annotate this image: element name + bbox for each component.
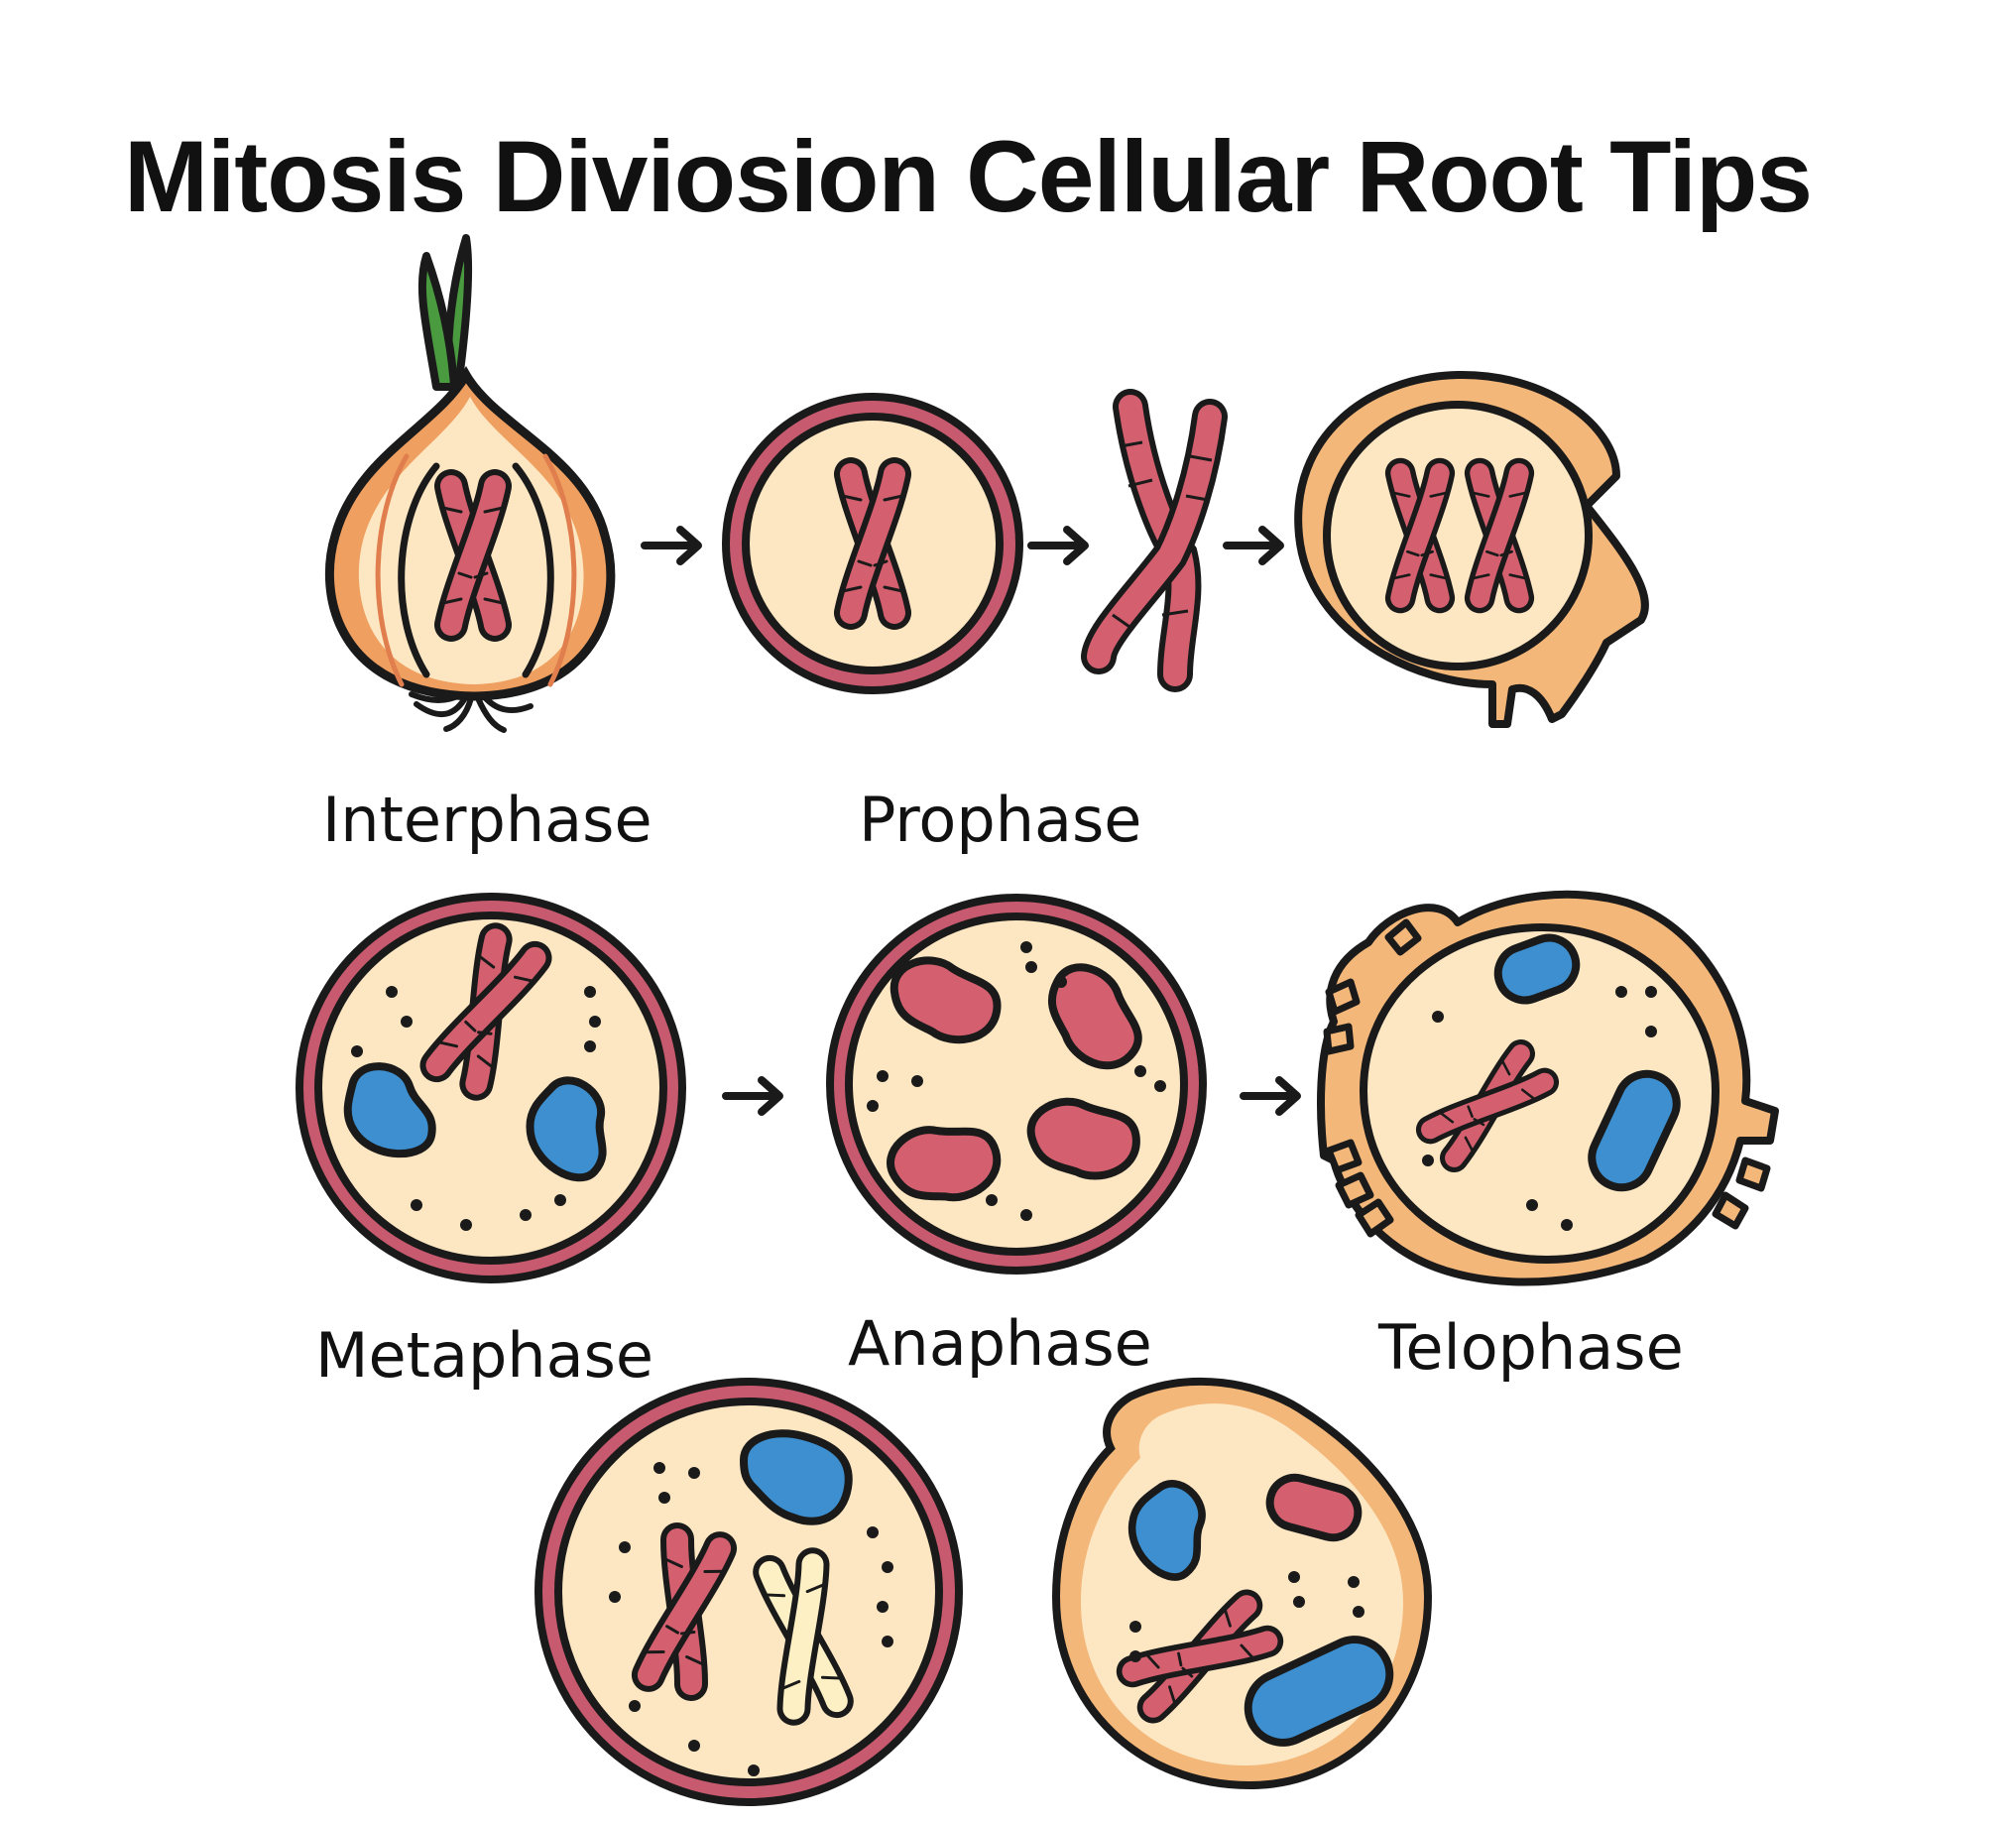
anaphase-cell	[826, 894, 1207, 1275]
daughter-cell-left	[534, 1378, 963, 1806]
arrow-right-icon	[1244, 1080, 1297, 1112]
label-interphase: Interphase	[322, 784, 652, 856]
dividing-cell-tube	[1294, 370, 1649, 728]
arrow-right-icon	[645, 530, 698, 561]
label-metaphase: Metaphase	[315, 1319, 654, 1392]
arrow-right-icon	[726, 1080, 779, 1112]
interphase-onion-cell	[325, 234, 616, 733]
diagram-title: Mitosis Diviosion Cellular Root Tips	[124, 120, 1813, 233]
daughter-cell-right	[1051, 1377, 1433, 1790]
prophase-cell	[722, 393, 1023, 694]
chromosome-icon	[1081, 389, 1228, 692]
label-telophase: Telophase	[1378, 1311, 1684, 1384]
telophase-cell	[1317, 890, 1779, 1286]
label-prophase: Prophase	[859, 784, 1142, 856]
label-anaphase: Anaphase	[848, 1307, 1152, 1380]
arrow-right-icon	[1227, 530, 1280, 561]
metaphase-cell	[296, 893, 686, 1283]
arrow-right-icon	[1031, 530, 1085, 561]
